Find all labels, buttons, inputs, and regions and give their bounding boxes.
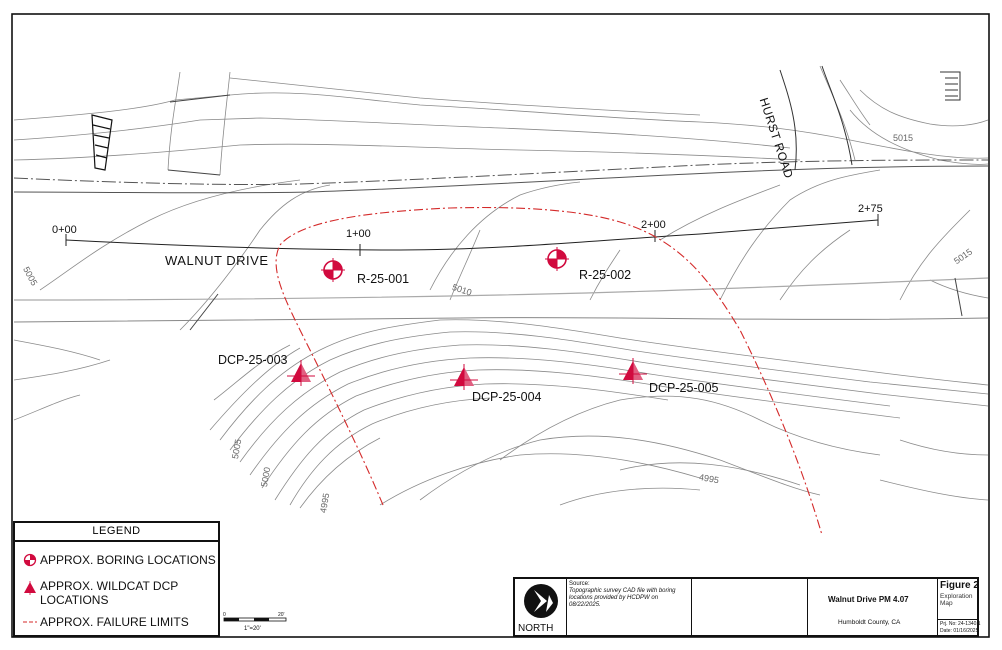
source-label: Source: xyxy=(569,581,590,587)
road-edges xyxy=(13,159,989,323)
hurst-road-edges xyxy=(779,65,961,171)
dcp-marker-dcp-25-004 xyxy=(450,364,478,390)
boring-marker-r-25-002 xyxy=(545,247,569,271)
boring-symbol-icon xyxy=(23,553,37,567)
legend-title: LEGEND xyxy=(15,523,218,542)
north-label: NORTH xyxy=(518,623,554,634)
legend-dcp-text-1: APPROX. WILDCAT DCP xyxy=(40,579,179,593)
dcp-symbol-icon xyxy=(24,581,36,595)
figure-divider xyxy=(938,619,977,620)
project-number: Prj. No: 24-1340.1 xyxy=(940,621,981,627)
boring-label: R-25-001 xyxy=(357,272,410,286)
station-label: 2+75 xyxy=(858,203,883,215)
figure-number: Figure 2 xyxy=(940,580,979,591)
failure-limit-line xyxy=(275,206,823,536)
dcp-label: DCP-25-004 xyxy=(472,390,542,404)
scale-bar-label: 1"=20' xyxy=(244,626,261,632)
scale-bar-graphic xyxy=(223,617,287,622)
station-label: 2+00 xyxy=(641,219,666,231)
property-lines xyxy=(167,94,963,331)
boring-marker-r-25-001 xyxy=(321,258,345,282)
source-text: Topographic survey CAD file with boring … xyxy=(569,588,676,608)
north-arrow-icon xyxy=(524,584,558,618)
dcp-label: DCP-25-003 xyxy=(218,353,288,367)
legend: LEGEND APPROX. BORING LOCATIONS APPROX. … xyxy=(13,521,220,637)
project-title: Walnut Drive PM 4.07 xyxy=(828,595,909,604)
title-block: NORTH Source: Topographic survey CAD fil… xyxy=(513,577,981,637)
scale-bar: 0 20' 1"=20' xyxy=(222,612,290,638)
project-cell: Walnut Drive PM 4.07 Humboldt County, CA xyxy=(808,579,938,635)
dcp-marker-dcp-25-003 xyxy=(287,360,315,386)
dcp-marker-dcp-25-005 xyxy=(619,358,647,384)
road-label-walnut-drive: WALNUT DRIVE xyxy=(165,253,269,268)
contour-label: 5015 xyxy=(893,133,914,143)
legend-dcp-text-2: LOCATIONS xyxy=(40,593,109,607)
legend-boring-text: APPROX. BORING LOCATIONS xyxy=(40,553,216,567)
centerline xyxy=(65,214,879,256)
scale-bar-right: 20' xyxy=(278,612,285,618)
driveway-hatch xyxy=(91,114,113,171)
figure-desc-2: Map xyxy=(940,600,953,607)
figure-cell: Figure 2 Exploration Map Prj. No: 24-134… xyxy=(938,579,981,635)
contour-lines xyxy=(13,65,989,509)
figure-desc-1: Exploration xyxy=(940,593,973,600)
station-label: 1+00 xyxy=(346,228,371,240)
legend-failure-text: APPROX. FAILURE LIMITS xyxy=(40,615,189,629)
source-cell: Source: Topographic survey CAD file with… xyxy=(567,579,692,635)
sheet-border xyxy=(11,13,990,638)
figure-date: Date: 01/16/2025 xyxy=(940,628,979,634)
north-cell: NORTH xyxy=(515,579,567,635)
failure-line-symbol-icon xyxy=(23,621,37,623)
project-location: Humboldt County, CA xyxy=(838,619,901,626)
station-label: 0+00 xyxy=(52,224,77,236)
blank-cell xyxy=(692,579,808,635)
scale-bar-left: 0 xyxy=(223,612,226,618)
boring-label: R-25-002 xyxy=(579,268,632,282)
dcp-label: DCP-25-005 xyxy=(649,381,719,395)
